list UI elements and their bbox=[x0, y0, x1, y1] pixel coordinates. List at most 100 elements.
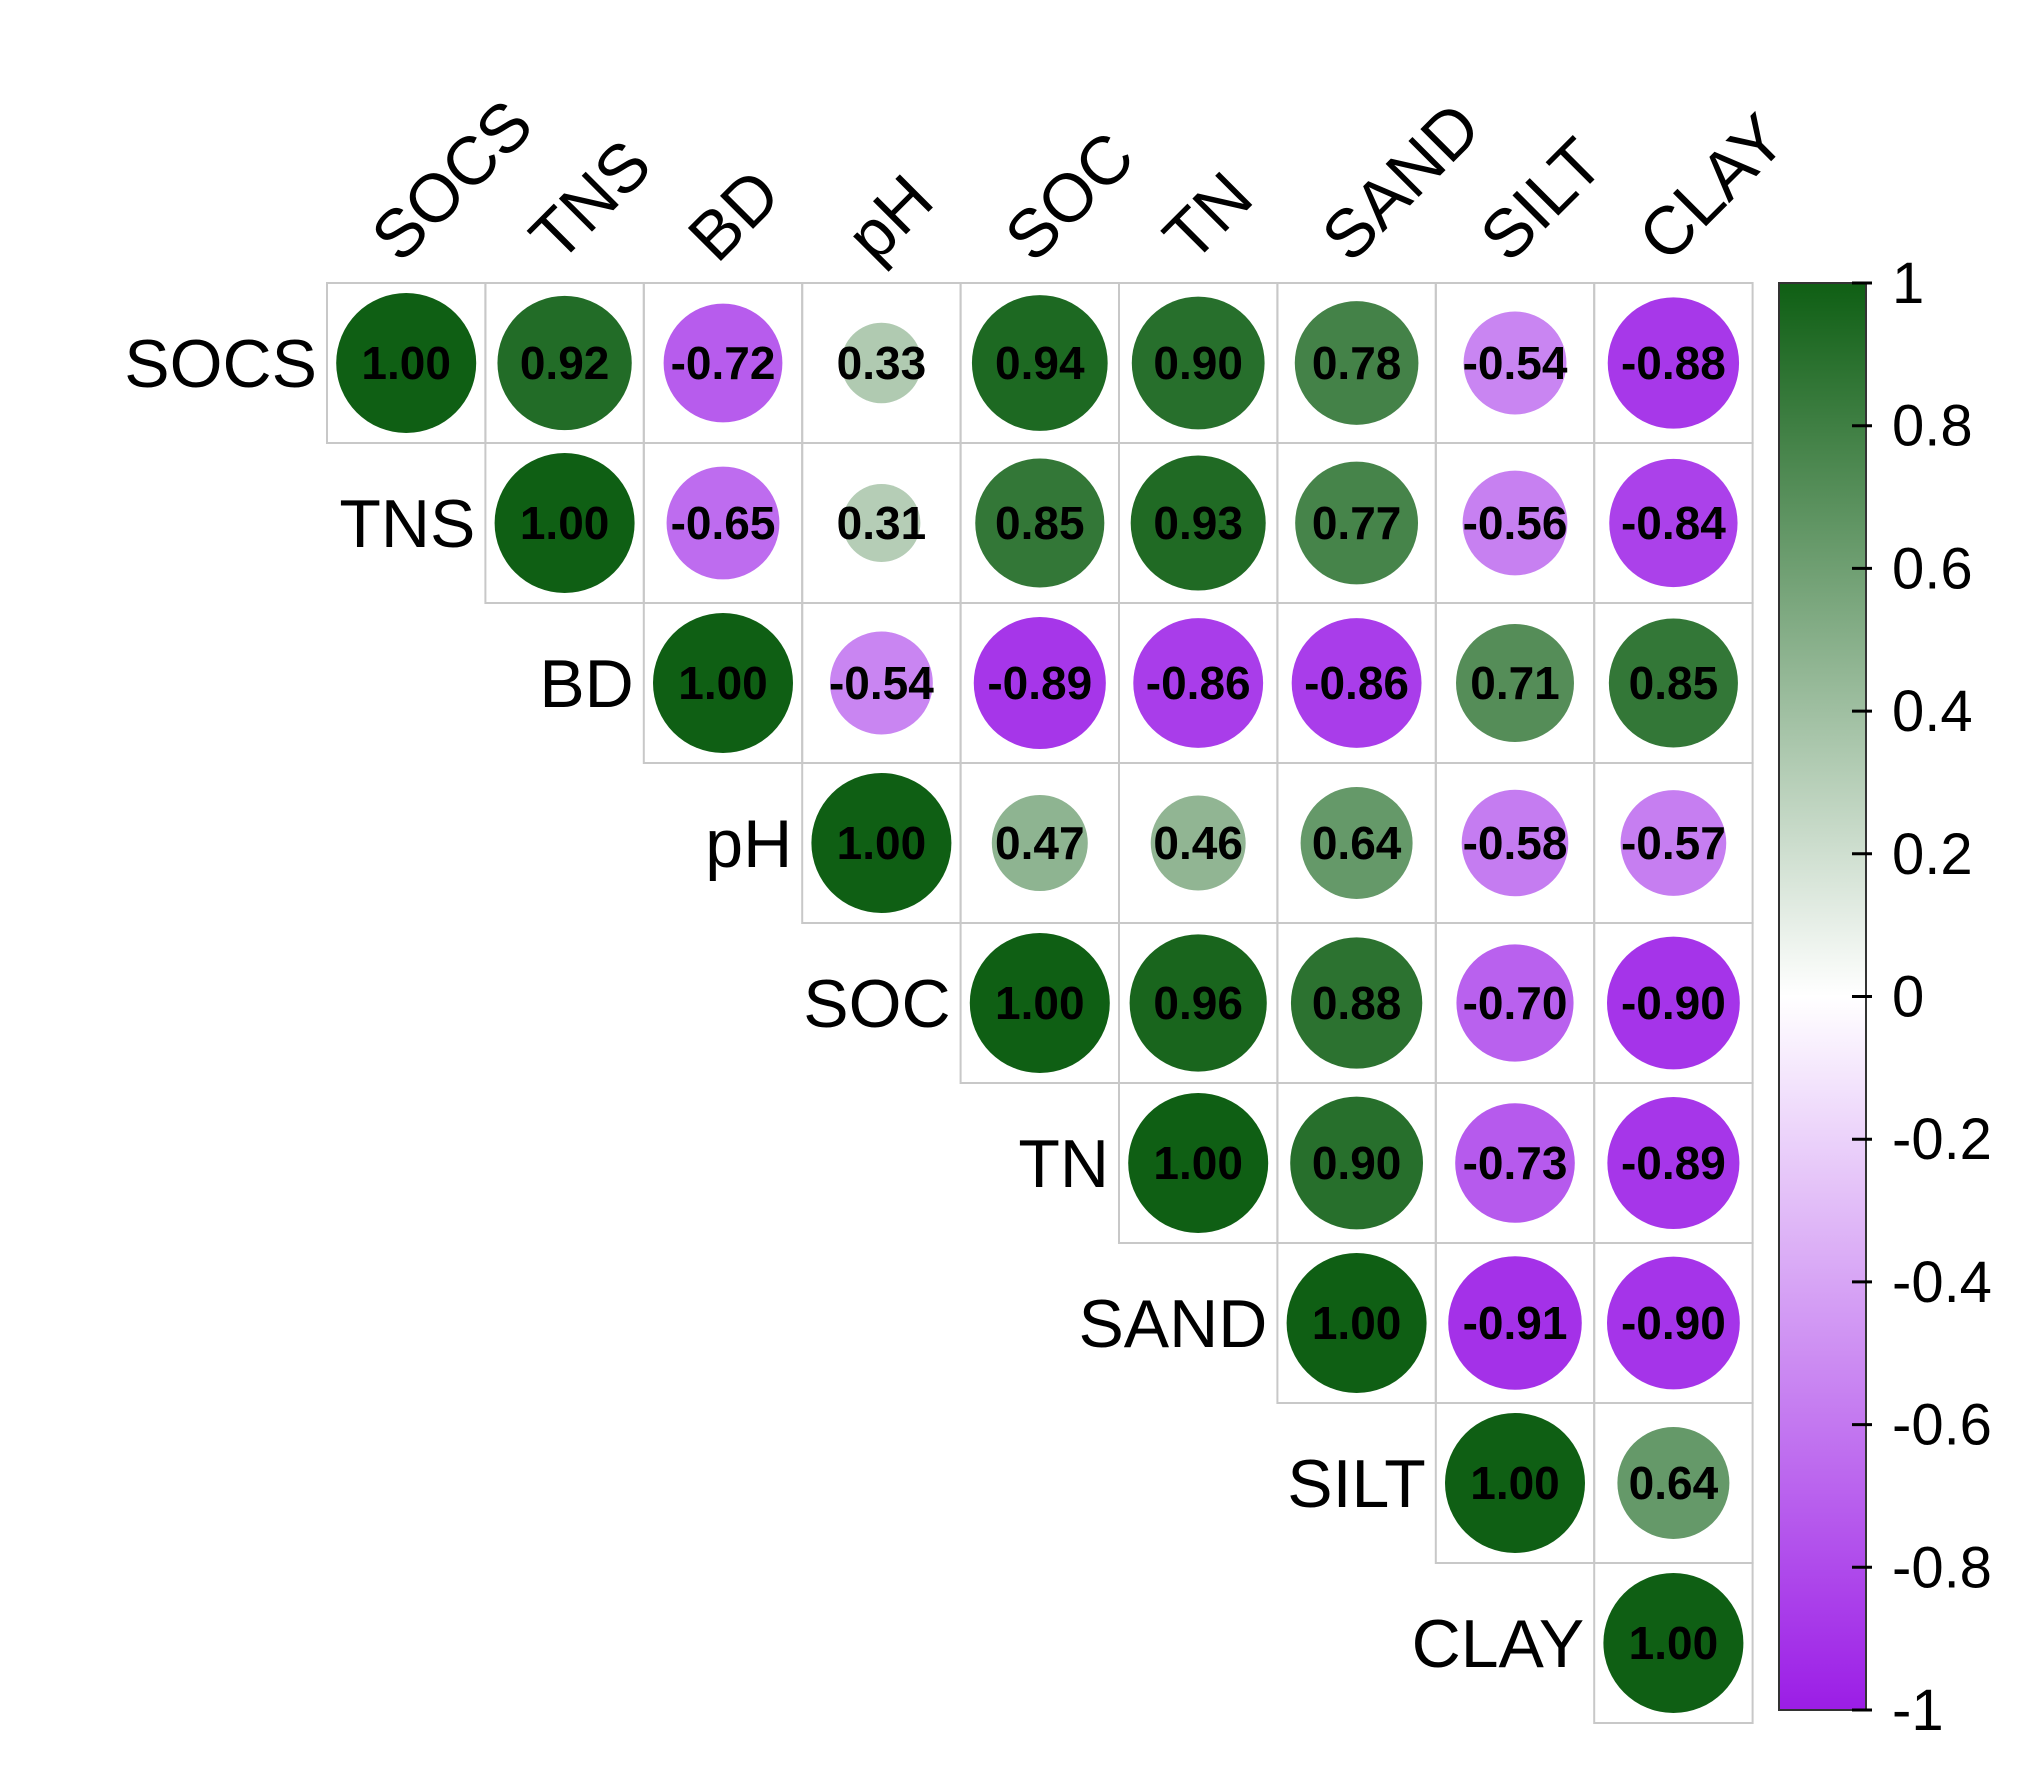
value-label: -0.65 bbox=[671, 497, 776, 549]
value-label: 0.31 bbox=[837, 497, 927, 549]
colorbar-tick-label: 0.4 bbox=[1892, 679, 1973, 744]
value-label: 0.92 bbox=[520, 337, 610, 389]
correlation-circle bbox=[1462, 470, 1568, 576]
correlation-circle bbox=[1607, 1096, 1740, 1230]
correlation-circle bbox=[841, 322, 922, 404]
correlation-circle bbox=[1608, 618, 1738, 748]
value-label: 0.90 bbox=[1312, 1137, 1402, 1189]
correlation-circle bbox=[663, 303, 783, 423]
correlation-circle bbox=[1128, 1093, 1269, 1233]
correlation-circle bbox=[1291, 618, 1422, 748]
value-label: 1.00 bbox=[678, 657, 768, 709]
correlation-circle bbox=[842, 484, 921, 562]
correlation-circle bbox=[1300, 787, 1413, 899]
value-label: -0.86 bbox=[1146, 657, 1251, 709]
correlation-circle bbox=[829, 631, 933, 735]
column-label: BD bbox=[674, 155, 795, 276]
value-label: 1.00 bbox=[837, 817, 927, 869]
value-label: 0.85 bbox=[995, 497, 1085, 549]
value-label: 1.00 bbox=[1470, 1457, 1560, 1509]
column-label: CLAY bbox=[1624, 100, 1800, 276]
value-label: -0.57 bbox=[1621, 817, 1726, 869]
value-label: 1.00 bbox=[520, 497, 610, 549]
correlation-circle bbox=[1603, 1573, 1744, 1713]
correlation-circle bbox=[1130, 455, 1266, 591]
value-label: 0.64 bbox=[1629, 1457, 1719, 1509]
row-labels: SOCS TNS BD pH SOC TN SAND SILT CLAY bbox=[124, 326, 1584, 1682]
value-label: 1.00 bbox=[1153, 1137, 1243, 1189]
value-label: 0.94 bbox=[995, 337, 1085, 389]
correlation-circle bbox=[1606, 1256, 1740, 1390]
value-label: -0.72 bbox=[671, 337, 776, 389]
correlation-circle bbox=[973, 616, 1106, 750]
row-label: BD bbox=[539, 646, 633, 722]
colorbar-tick-label: -1 bbox=[1892, 1678, 1944, 1743]
value-label: 0.96 bbox=[1153, 977, 1243, 1029]
row-label: TN bbox=[1018, 1126, 1109, 1202]
correlation-circle bbox=[1609, 458, 1738, 588]
correlation-circle bbox=[1290, 1096, 1424, 1230]
correlation-circle bbox=[1290, 937, 1423, 1069]
colorbar: 10.80.60.40.20-0.2-0.4-0.6-0.8-1 bbox=[1778, 251, 1992, 1743]
row-label: SOCS bbox=[124, 326, 317, 402]
value-label: 0.93 bbox=[1153, 497, 1243, 549]
matrix-cells: 1.00 0.92 -0.72 0.33 0.94 0.90 0.78 -0.54 -0.88 1… bbox=[326, 282, 1754, 1724]
row-label: SILT bbox=[1287, 1446, 1426, 1522]
correlation-circle bbox=[1286, 1253, 1427, 1393]
value-label: -0.88 bbox=[1621, 337, 1726, 389]
correlation-circle bbox=[1131, 296, 1265, 430]
colorbar-tick-label: 0.8 bbox=[1892, 394, 1973, 459]
column-label: SOCS bbox=[357, 86, 547, 276]
column-label: pH bbox=[832, 160, 947, 275]
row-label: TNS bbox=[339, 486, 475, 562]
cell-border bbox=[1593, 1562, 1754, 1724]
correlation-circle bbox=[1294, 301, 1419, 425]
value-label: 0.88 bbox=[1312, 977, 1402, 1029]
correlation-circle bbox=[653, 613, 793, 753]
value-label: 0.85 bbox=[1629, 657, 1719, 709]
value-label: -0.90 bbox=[1621, 1297, 1726, 1349]
colorbar-bar bbox=[1778, 282, 1867, 1711]
value-label: -0.84 bbox=[1621, 497, 1726, 549]
value-label: -0.91 bbox=[1463, 1297, 1568, 1349]
row-label: SOC bbox=[803, 966, 950, 1042]
correlation-circle bbox=[1617, 1427, 1730, 1539]
correlation-circle bbox=[1448, 1256, 1582, 1390]
row-label: CLAY bbox=[1412, 1606, 1585, 1682]
correlation-circle bbox=[336, 293, 477, 433]
colorbar-tick-label: -0.6 bbox=[1892, 1393, 1992, 1458]
correlation-circle bbox=[666, 466, 780, 580]
column-label: SOC bbox=[991, 118, 1149, 276]
correlation-circle bbox=[969, 933, 1110, 1073]
value-label: 1.00 bbox=[1629, 1617, 1719, 1669]
column-label: TN bbox=[1149, 158, 1267, 276]
value-label: 0.78 bbox=[1312, 337, 1402, 389]
value-label: -0.89 bbox=[1621, 1137, 1726, 1189]
value-label: 0.47 bbox=[995, 817, 1085, 869]
value-label: 0.33 bbox=[837, 337, 927, 389]
correlation-circle bbox=[1455, 1103, 1575, 1223]
value-label: -0.86 bbox=[1304, 657, 1409, 709]
row-label: SAND bbox=[1078, 1286, 1267, 1362]
correlation-circle bbox=[1607, 297, 1740, 429]
value-label: -0.90 bbox=[1621, 977, 1726, 1029]
correlation-circle bbox=[1129, 934, 1267, 1072]
correlation-circle bbox=[991, 795, 1088, 891]
correlation-circle bbox=[1150, 795, 1246, 891]
colorbar-tick-label: 0.6 bbox=[1892, 536, 1973, 601]
value-label: -0.54 bbox=[829, 657, 934, 709]
correlation-circle bbox=[1620, 790, 1727, 896]
correlation-circle bbox=[975, 458, 1105, 588]
correlation-circle bbox=[1456, 944, 1574, 1062]
row-label: pH bbox=[705, 806, 792, 882]
value-label: 1.00 bbox=[1312, 1297, 1402, 1349]
colorbar-tick-label: -0.8 bbox=[1892, 1535, 1992, 1600]
value-label: -0.54 bbox=[1463, 337, 1568, 389]
value-label: 0.71 bbox=[1470, 657, 1560, 709]
value-label: 1.00 bbox=[361, 337, 451, 389]
value-label: 0.64 bbox=[1312, 817, 1402, 869]
colorbar-tick-label: 1 bbox=[1892, 251, 1924, 316]
correlation-circle bbox=[811, 773, 952, 913]
